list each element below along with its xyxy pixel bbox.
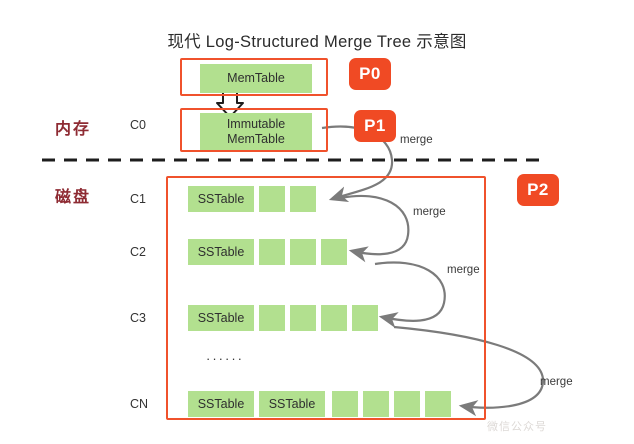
sstable-blank-block <box>290 239 316 265</box>
badge-p0[interactable]: P0 <box>349 58 391 90</box>
badge-p1[interactable]: P1 <box>354 110 396 142</box>
immutable-memtable-line1: Immutable <box>226 117 286 132</box>
disk-section-label: 磁盘 <box>55 189 92 206</box>
sstable-blank-block <box>394 391 420 417</box>
disk-container <box>166 176 486 420</box>
badge-p2[interactable]: P2 <box>517 174 559 206</box>
sstable-block: SSTable <box>188 186 254 212</box>
immutable-memtable-container: Immutable MemTable <box>180 108 328 152</box>
sstable-blank-block <box>321 305 347 331</box>
sstable-blank-block <box>259 186 285 212</box>
watermark-text: 微信公众号 <box>487 421 547 433</box>
immutable-memtable-block: Immutable MemTable <box>200 113 312 150</box>
sstable-block: SSTable <box>259 391 325 417</box>
sstable-blank-block <box>363 391 389 417</box>
sstable-blank-block <box>259 305 285 331</box>
memtable-block: MemTable <box>200 64 312 93</box>
memtable-container: MemTable <box>180 58 328 96</box>
sstable-blank-block <box>425 391 451 417</box>
sstable-block: SSTable <box>188 305 254 331</box>
sstable-block: SSTable <box>188 239 254 265</box>
level-label-c3: C3 <box>130 311 146 325</box>
levels-ellipsis: ······ <box>206 351 244 366</box>
level-label-cn: CN <box>130 397 149 411</box>
sstable-blank-block <box>290 305 316 331</box>
merge-label-c0-c1: merge <box>400 134 433 146</box>
merge-label-c1-c2: merge <box>413 206 446 218</box>
memory-section-label: 内存 <box>55 121 92 138</box>
sstable-block: SSTable <box>188 391 254 417</box>
merge-label-c3-cn: merge <box>540 376 573 388</box>
page-title: 现代 Log-Structured Merge Tree 示意图 <box>167 33 467 51</box>
merge-label-c2-c3: merge <box>447 264 480 276</box>
sstable-blank-block <box>332 391 358 417</box>
sstable-blank-block <box>290 186 316 212</box>
level-label-c1: C1 <box>130 192 146 206</box>
level-label-c0: C0 <box>130 118 146 132</box>
sstable-blank-block <box>321 239 347 265</box>
level-label-c2: C2 <box>130 245 146 259</box>
sstable-blank-block <box>259 239 285 265</box>
immutable-memtable-line2: MemTable <box>227 131 285 146</box>
sstable-blank-block <box>352 305 378 331</box>
